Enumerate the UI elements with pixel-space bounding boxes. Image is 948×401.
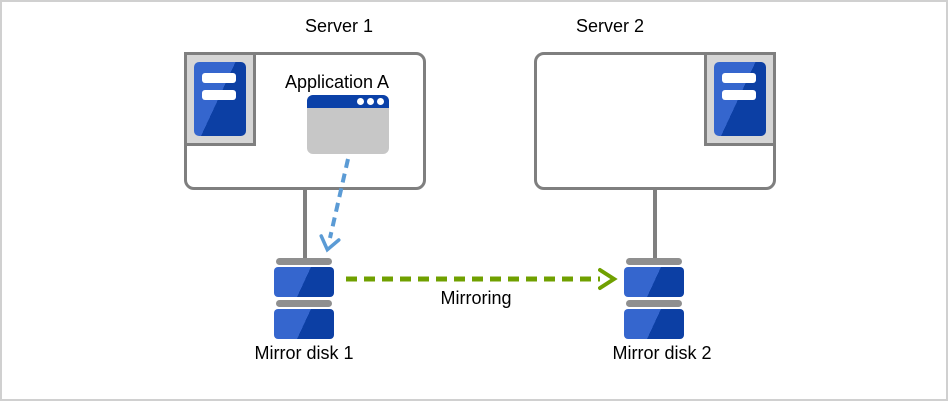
server2-server-icon: [704, 52, 776, 146]
server-slot: [722, 73, 756, 83]
mirror-disk1-icon: [274, 258, 334, 339]
disk-platter: [274, 267, 334, 297]
mirror-disk2-label: Mirror disk 2: [612, 343, 712, 363]
server2-label: Server 2: [575, 16, 645, 36]
server-tower-icon: [194, 62, 246, 136]
disk-platter: [274, 309, 334, 339]
disk-cap: [276, 258, 332, 265]
window-dot-icon: [357, 98, 364, 105]
application-window-icon: [307, 95, 389, 154]
server-tower-icon: [714, 62, 766, 136]
disk-cap: [626, 258, 682, 265]
server-slot: [722, 90, 756, 100]
mirroring-label: Mirroring: [440, 288, 512, 308]
application-label: Application A: [284, 72, 390, 92]
disk-platter: [624, 267, 684, 297]
disk-cap: [276, 300, 332, 307]
window-dot-icon: [367, 98, 374, 105]
mirror-disk2-icon: [624, 258, 684, 339]
window-buttons-icon: [357, 98, 384, 105]
mirror-disk1-label: Mirror disk 1: [254, 343, 354, 363]
disk-cap: [626, 300, 682, 307]
application-titlebar: [307, 95, 389, 108]
server1-label: Server 1: [304, 16, 374, 36]
disk-platter: [624, 309, 684, 339]
server1-server-icon: [184, 52, 256, 146]
server-slot: [202, 90, 236, 100]
server-slot: [202, 73, 236, 83]
window-dot-icon: [377, 98, 384, 105]
